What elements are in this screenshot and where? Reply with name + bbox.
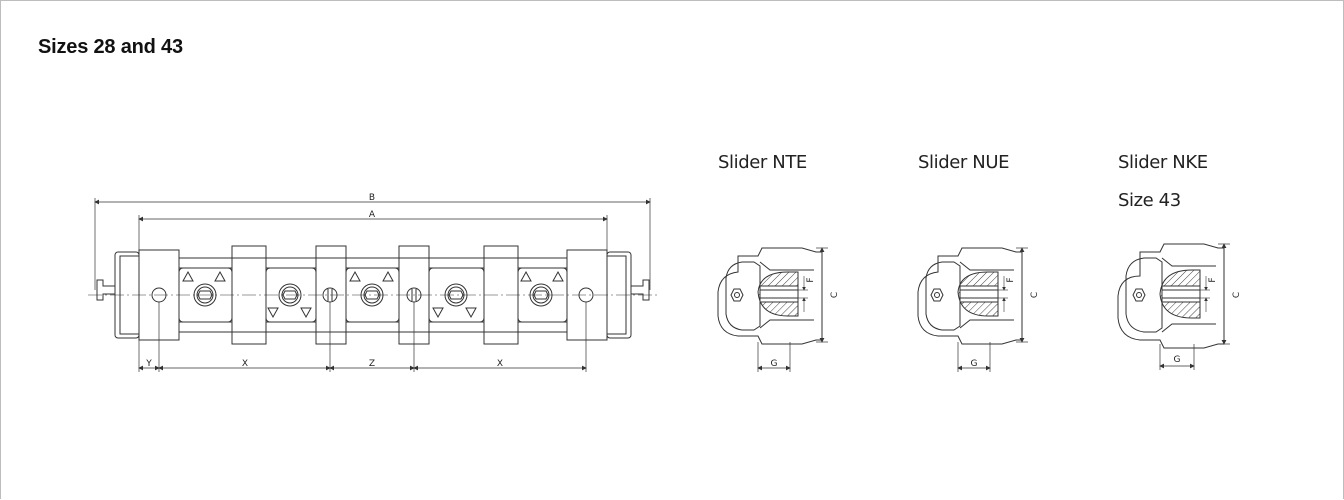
nte-dim-g-label: G <box>771 359 778 369</box>
dim-z-label: Z <box>369 359 375 369</box>
nue-dim-g-label: G <box>971 359 978 369</box>
nte-dim-c-label: C <box>830 292 840 298</box>
rail-assembly <box>88 198 660 372</box>
page-title: Sizes 28 and 43 <box>38 36 183 58</box>
slider-nue-drawing <box>917 247 1028 372</box>
nue-dim-f-label: F <box>1006 277 1016 282</box>
nke-dim-c-label: C <box>1232 292 1242 298</box>
dim-b-label: B <box>369 193 375 203</box>
dim-a-label: A <box>369 210 376 220</box>
dim-x2-label: X <box>497 359 503 369</box>
slider-nke-size-label: Size 43 <box>1118 190 1181 211</box>
dim-y-label: Y <box>145 359 152 369</box>
slider-nue-label: Slider NUE <box>918 152 1010 173</box>
nte-dim-f-label: F <box>806 277 816 282</box>
slider-nte-drawing <box>717 247 828 372</box>
nke-dim-g-label: G <box>1174 355 1181 365</box>
slider-nke-label: Slider NKE <box>1118 152 1208 173</box>
nke-dim-f-label: F <box>1208 277 1218 282</box>
slider-nke-drawing <box>1117 243 1230 370</box>
dim-x1-label: X <box>242 359 248 369</box>
nue-dim-c-label: C <box>1030 292 1040 298</box>
slider-nte-label: Slider NTE <box>718 152 807 173</box>
